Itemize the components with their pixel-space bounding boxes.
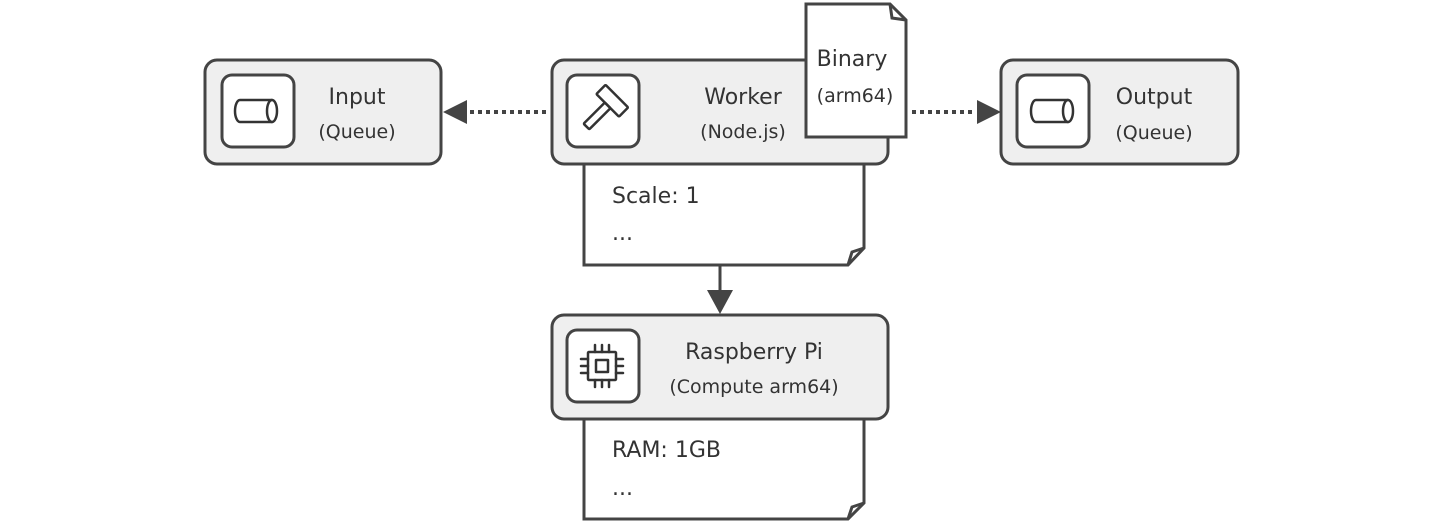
node-worker-title: Worker — [704, 85, 782, 110]
node-input-title: Input — [329, 85, 386, 110]
binary-title: Binary — [817, 47, 888, 72]
node-output[interactable]: Output (Queue) — [999, 58, 1240, 166]
connector-worker-to-output — [912, 100, 1001, 124]
node-input[interactable]: Input (Queue) — [203, 58, 443, 166]
worker-notes: Scale: 1 ... — [582, 158, 866, 267]
hammer-icon — [582, 84, 629, 131]
node-raspberry-pi[interactable]: Raspberry Pi (Compute arm64) — [550, 313, 890, 421]
compute-notes-ram: RAM: 1GB — [612, 438, 721, 463]
node-worker-subtitle: (Node.js) — [700, 121, 786, 143]
node-output-title: Output — [1116, 85, 1193, 110]
queue-cylinder-icon — [1029, 98, 1075, 124]
binary-artifact[interactable]: Binary (arm64) — [804, 2, 908, 139]
compute-notes-more: ... — [612, 476, 633, 501]
worker-notes-more: ... — [612, 221, 633, 246]
node-input-subtitle: (Queue) — [318, 121, 395, 143]
compute-notes: RAM: 1GB ... — [582, 413, 866, 521]
connector-worker-to-input — [443, 100, 546, 124]
connector-worker-to-compute — [707, 266, 733, 314]
worker-notes-scale: Scale: 1 — [612, 184, 700, 209]
cpu-chip-icon — [579, 343, 625, 389]
node-raspberry-pi-subtitle: (Compute arm64) — [669, 376, 838, 398]
binary-subtitle: (arm64) — [817, 85, 894, 107]
node-raspberry-pi-title: Raspberry Pi — [685, 340, 823, 365]
node-output-subtitle: (Queue) — [1115, 122, 1192, 144]
queue-cylinder-icon — [233, 98, 279, 124]
